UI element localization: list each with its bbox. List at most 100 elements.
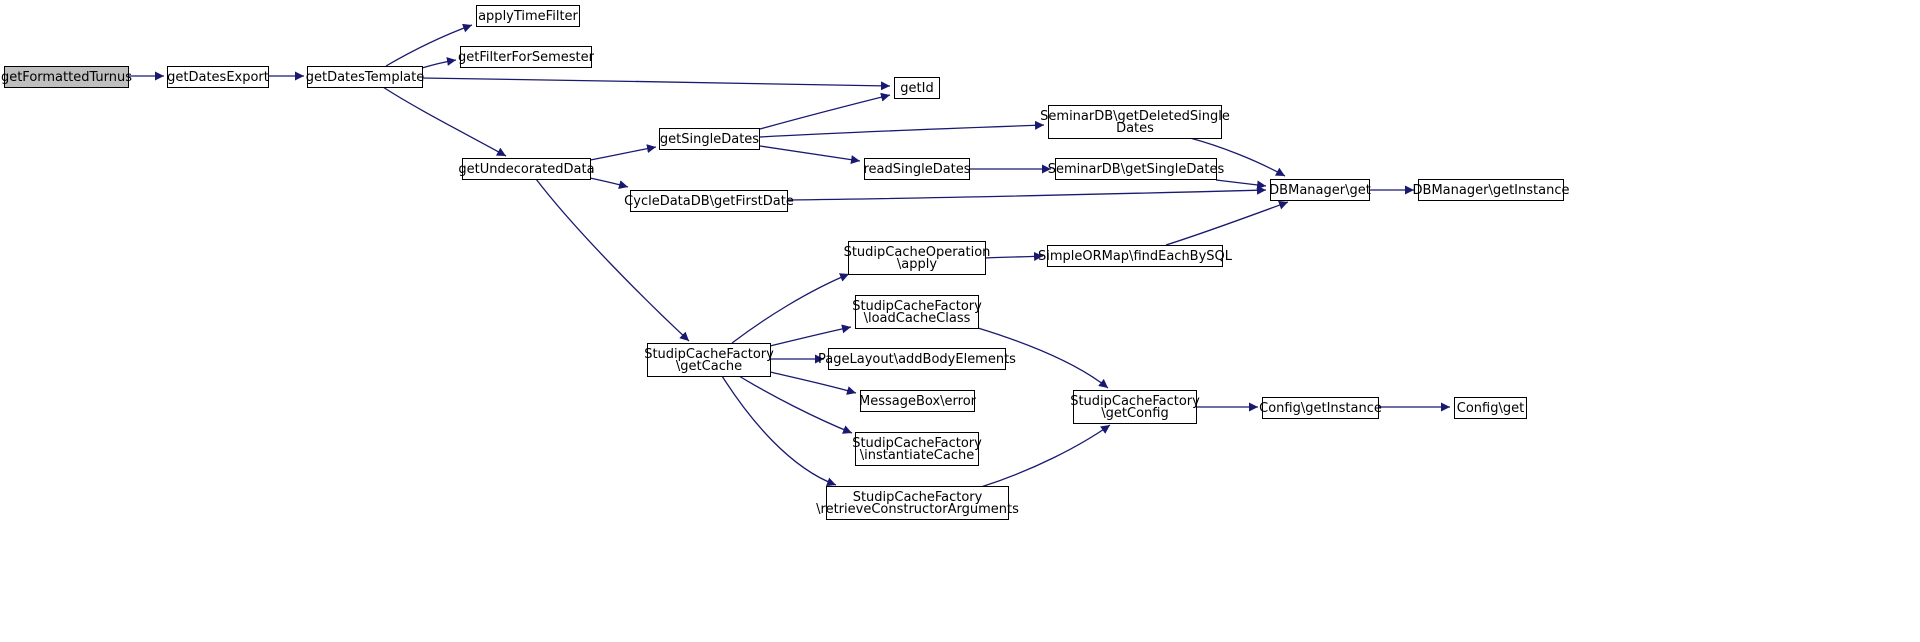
edge-getDatesTemplate-to-getId [421,77,891,91]
edge-line [589,144,657,161]
node-getFormattedTurnus[interactable]: getFormattedTurnus [1,66,132,88]
node-label: getFilterForSemester [458,50,595,65]
node-StudipCacheFactory-instantiateCache[interactable]: StudipCacheFactory\instantiateCache [852,432,982,466]
edge-SeminarDB-getSingleDates-to-DBManager-get [1215,179,1267,190]
edge-getSingleDates-to-SeminarDB-getDeletedSingleDates [759,120,1045,138]
node-label: getSingleDates [660,132,759,147]
node-label: StudipCacheFactory [1070,394,1200,409]
node-box [462,158,591,180]
node-SeminarDB-getSingleDates[interactable]: SeminarDB\getSingleDates [1048,158,1225,180]
node-box [1047,245,1223,267]
node-StudipCacheFactory-retrieveConstructorArguments[interactable]: StudipCacheFactory\retrieveConstructorAr… [816,486,1019,520]
nodes-layer: getFormattedTurnus getDatesExport getDates… [1,5,1570,520]
node-DBManager-get[interactable]: DBManager\get [1269,179,1371,201]
node-DBManager-getInstance[interactable]: DBManager\getInstance [1413,179,1570,201]
node-box [860,390,975,412]
node-box [307,66,423,88]
node-label: DBManager\getInstance [1413,183,1570,198]
edge-CycleDataDB-getFirstDate-to-DBManager-get [786,185,1267,201]
node-label: SimpleORMap\findEachBySQL [1038,249,1233,264]
edge-line [1189,137,1286,177]
edge-getSingleDates-to-getId [759,92,891,130]
node-box [1270,179,1370,201]
edge-getUndecoratedData-to-CycleDataDB-getFirstDate [589,177,629,189]
node-getId[interactable]: getId [894,77,940,99]
node-label: PageLayout\addBodyElements [818,352,1016,367]
node-Config-get[interactable]: Config\get [1454,397,1527,419]
edge-line [738,375,853,434]
node-box [659,128,760,150]
node-MessageBox-error[interactable]: MessageBox\error [859,390,977,412]
edge-line [769,324,852,347]
node-Config-getInstance[interactable]: Config\getInstance [1259,397,1382,419]
node-label: \instantiateCache [860,448,975,463]
node-label: CycleDataDB\getFirstDate [624,194,794,209]
node-PageLayout-addBodyElements[interactable]: PageLayout\addBodyElements [818,348,1016,370]
node-label: StudipCacheFactory [852,436,982,451]
node-box [855,295,979,329]
node-SimpleORMap-findEachBySQL[interactable]: SimpleORMap\findEachBySQL [1038,245,1233,267]
edge-getDatesTemplate-to-applyTimeFilter [385,23,473,67]
node-box [476,5,580,27]
node-label: getDatesExport [167,70,269,85]
node-box [460,46,592,68]
edge-getDatesTemplate-to-getUndecoratedData [382,86,507,157]
node-box [826,486,1009,520]
edge-line [984,251,1044,261]
edge-line [980,424,1111,488]
node-box [4,66,129,88]
node-applyTimeFilter[interactable]: applyTimeFilter [476,5,580,27]
edge-line [1165,200,1289,246]
node-StudipCacheFactory-getCache[interactable]: StudipCacheFactory\getCache [644,343,774,377]
node-StudipCacheOperation-apply[interactable]: StudipCacheOperation\apply [844,241,991,275]
edge-line [421,77,891,91]
node-box [167,66,269,88]
node-label: Config\getInstance [1259,401,1382,416]
edge-line [759,120,1045,138]
node-label: StudipCacheFactory [853,490,983,505]
edge-getDatesTemplate-to-getFilterForSemester [421,57,457,69]
edge-getUndecoratedData-to-StudipCacheFactory-getCache [535,178,690,342]
node-box [1055,158,1217,180]
node-label: SeminarDB\getSingleDates [1048,162,1225,177]
node-box [828,348,1006,370]
node-getFilterForSemester[interactable]: getFilterForSemester [458,46,595,68]
edge-line [535,178,690,342]
node-box [1048,105,1222,139]
edge-line [759,92,891,130]
edge-StudipCacheFactory-getCache-to-StudipCacheFactory-instantiateCache [738,375,853,434]
node-label: getFormattedTurnus [1,70,132,85]
edge-line [731,273,850,344]
edge-line [589,177,629,189]
node-label: StudipCacheFactory [852,299,982,314]
edge-getSingleDates-to-readSingleDates [759,145,861,165]
node-readSingleDates[interactable]: readSingleDates [863,158,971,180]
node-label: DBManager\get [1269,183,1371,198]
node-box [1262,397,1379,419]
edge-line [421,57,457,69]
node-CycleDataDB-getFirstDate[interactable]: CycleDataDB\getFirstDate [624,190,794,212]
edge-line [385,23,473,67]
edges-layer [127,23,1450,488]
edge-line [382,86,507,157]
node-getUndecoratedData[interactable]: getUndecoratedData [458,158,595,180]
node-box [848,241,986,275]
node-box [864,158,970,180]
edge-StudipCacheFactory-getCache-to-StudipCacheFactory-loadCacheClass [769,324,852,347]
node-label: \loadCacheClass [864,311,971,326]
node-getSingleDates[interactable]: getSingleDates [659,128,760,150]
node-label: SeminarDB\getDeletedSingle [1040,109,1230,124]
node-box [647,343,771,377]
node-StudipCacheFactory-getConfig[interactable]: StudipCacheFactory\getConfig [1070,390,1200,424]
edge-line [721,375,837,487]
edge-line [786,185,1267,201]
node-label: \retrieveConstructorArguments [816,502,1019,517]
node-label: applyTimeFilter [478,9,578,24]
node-StudipCacheFactory-loadCacheClass[interactable]: StudipCacheFactory\loadCacheClass [852,295,982,329]
edge-StudipCacheFactory-getCache-to-StudipCacheFactory-retrieveConstructorArguments [721,375,837,487]
edge-StudipCacheOperation-apply-to-SimpleORMap-findEachBySQL [984,251,1044,261]
node-getDatesTemplate[interactable]: getDatesTemplate [306,66,425,88]
node-getDatesExport[interactable]: getDatesExport [167,66,269,88]
